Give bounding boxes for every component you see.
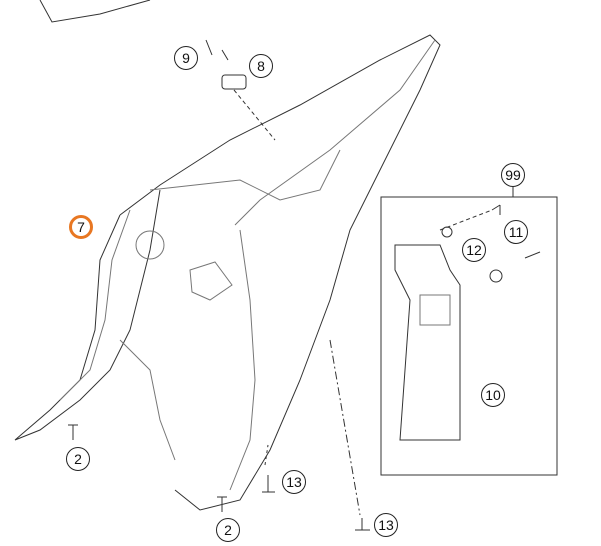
screw-13a [262,475,275,493]
screw-9 [205,39,229,61]
callout-2[interactable]: 2 [66,447,90,471]
side-cover-outline [14,189,161,441]
callout-8[interactable]: 8 [249,54,273,78]
callout-7-highlighted[interactable]: 7 [69,215,93,239]
callout-10[interactable]: 10 [481,383,505,407]
bracket-8 [221,74,247,90]
callout-11[interactable]: 11 [504,220,528,244]
screw-2b [217,496,227,512]
callout-99[interactable]: 99 [501,163,525,187]
callout-2-lower[interactable]: 2 [216,518,240,542]
partial-part-outline [39,0,151,23]
callout-13[interactable]: 13 [282,470,306,494]
kit-frame-99 [380,196,558,476]
callout-13-lower[interactable]: 13 [374,513,398,537]
callout-9[interactable]: 9 [174,46,198,70]
mud-flap-10 [394,244,461,441]
screw-13b [355,518,370,531]
bolt-small [524,251,541,259]
bolt-11 [491,204,501,215]
nut [489,269,503,283]
washer [441,226,453,238]
rear-fender-outline [119,34,441,511]
screw-2a [68,424,78,440]
callout-12[interactable]: 12 [462,238,486,262]
